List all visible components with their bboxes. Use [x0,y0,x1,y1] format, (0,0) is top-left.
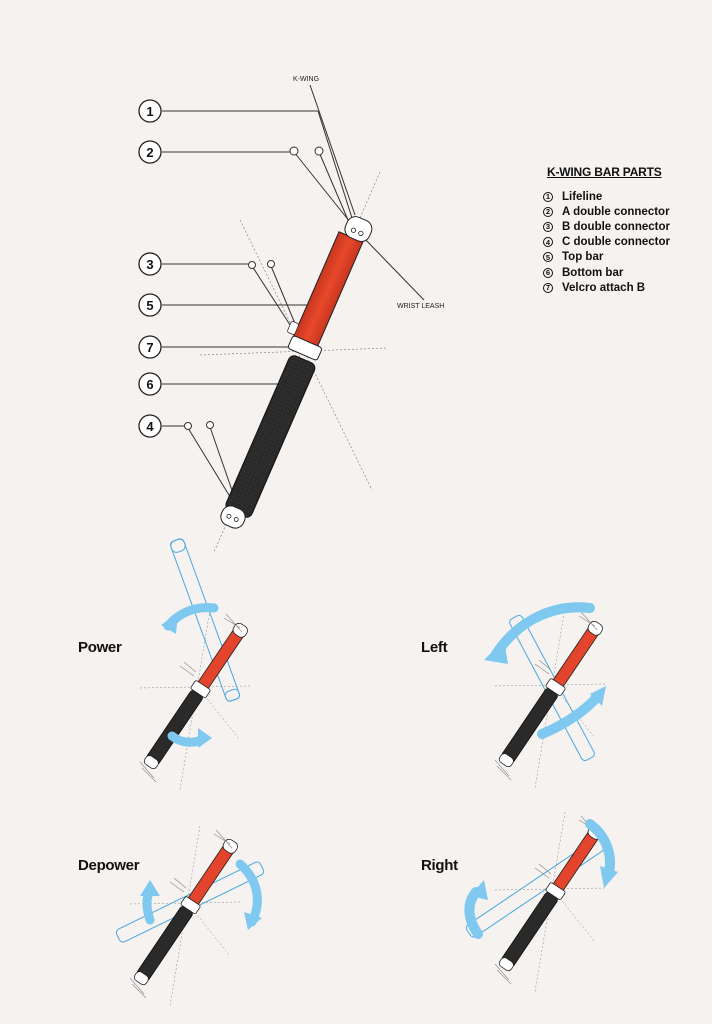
callout-6: 6 [138,372,162,396]
legend-title: K-WING BAR PARTS [547,165,662,179]
power-ghost-bar [169,538,241,702]
right-label: Right [421,857,458,874]
left-diagram [484,602,607,789]
top-end-cap [344,216,373,243]
bottom-end-cap [220,505,246,529]
depower-diagram [115,825,265,1007]
svg-text:4: 4 [146,419,154,434]
wrist-leash-label: WRIST LEASH [397,303,444,310]
depower-label: Depower [78,857,140,874]
callout-3: 3 [138,252,162,276]
upper-lines [293,84,425,301]
power-label: Power [78,639,122,656]
svg-text:1: 1 [146,104,153,119]
main-bar-illustration: K-WING WRIST LEASH 1 2 3 5 7 6 4 [138,76,444,553]
svg-text:7: 7 [146,340,153,355]
callout-4: 4 [138,414,162,438]
left-label: Left [421,639,448,656]
kwing-label: K-WING [293,76,319,83]
callout-2: 2 [138,140,162,164]
center-ring [287,335,323,361]
callout-1: 1 [138,99,162,123]
callout-7: 7 [138,335,162,359]
top-bar [289,231,364,355]
power-diagram [139,538,252,791]
bottom-bar [225,355,316,518]
b-connector-lines [251,265,297,329]
callout-5: 5 [138,293,162,317]
callout-leaders [162,110,318,427]
right-diagram [464,811,618,993]
svg-text:6: 6 [146,377,153,392]
svg-text:2: 2 [146,145,153,160]
svg-text:5: 5 [146,298,153,313]
svg-text:3: 3 [146,257,153,272]
c-connector-lines [187,426,235,501]
